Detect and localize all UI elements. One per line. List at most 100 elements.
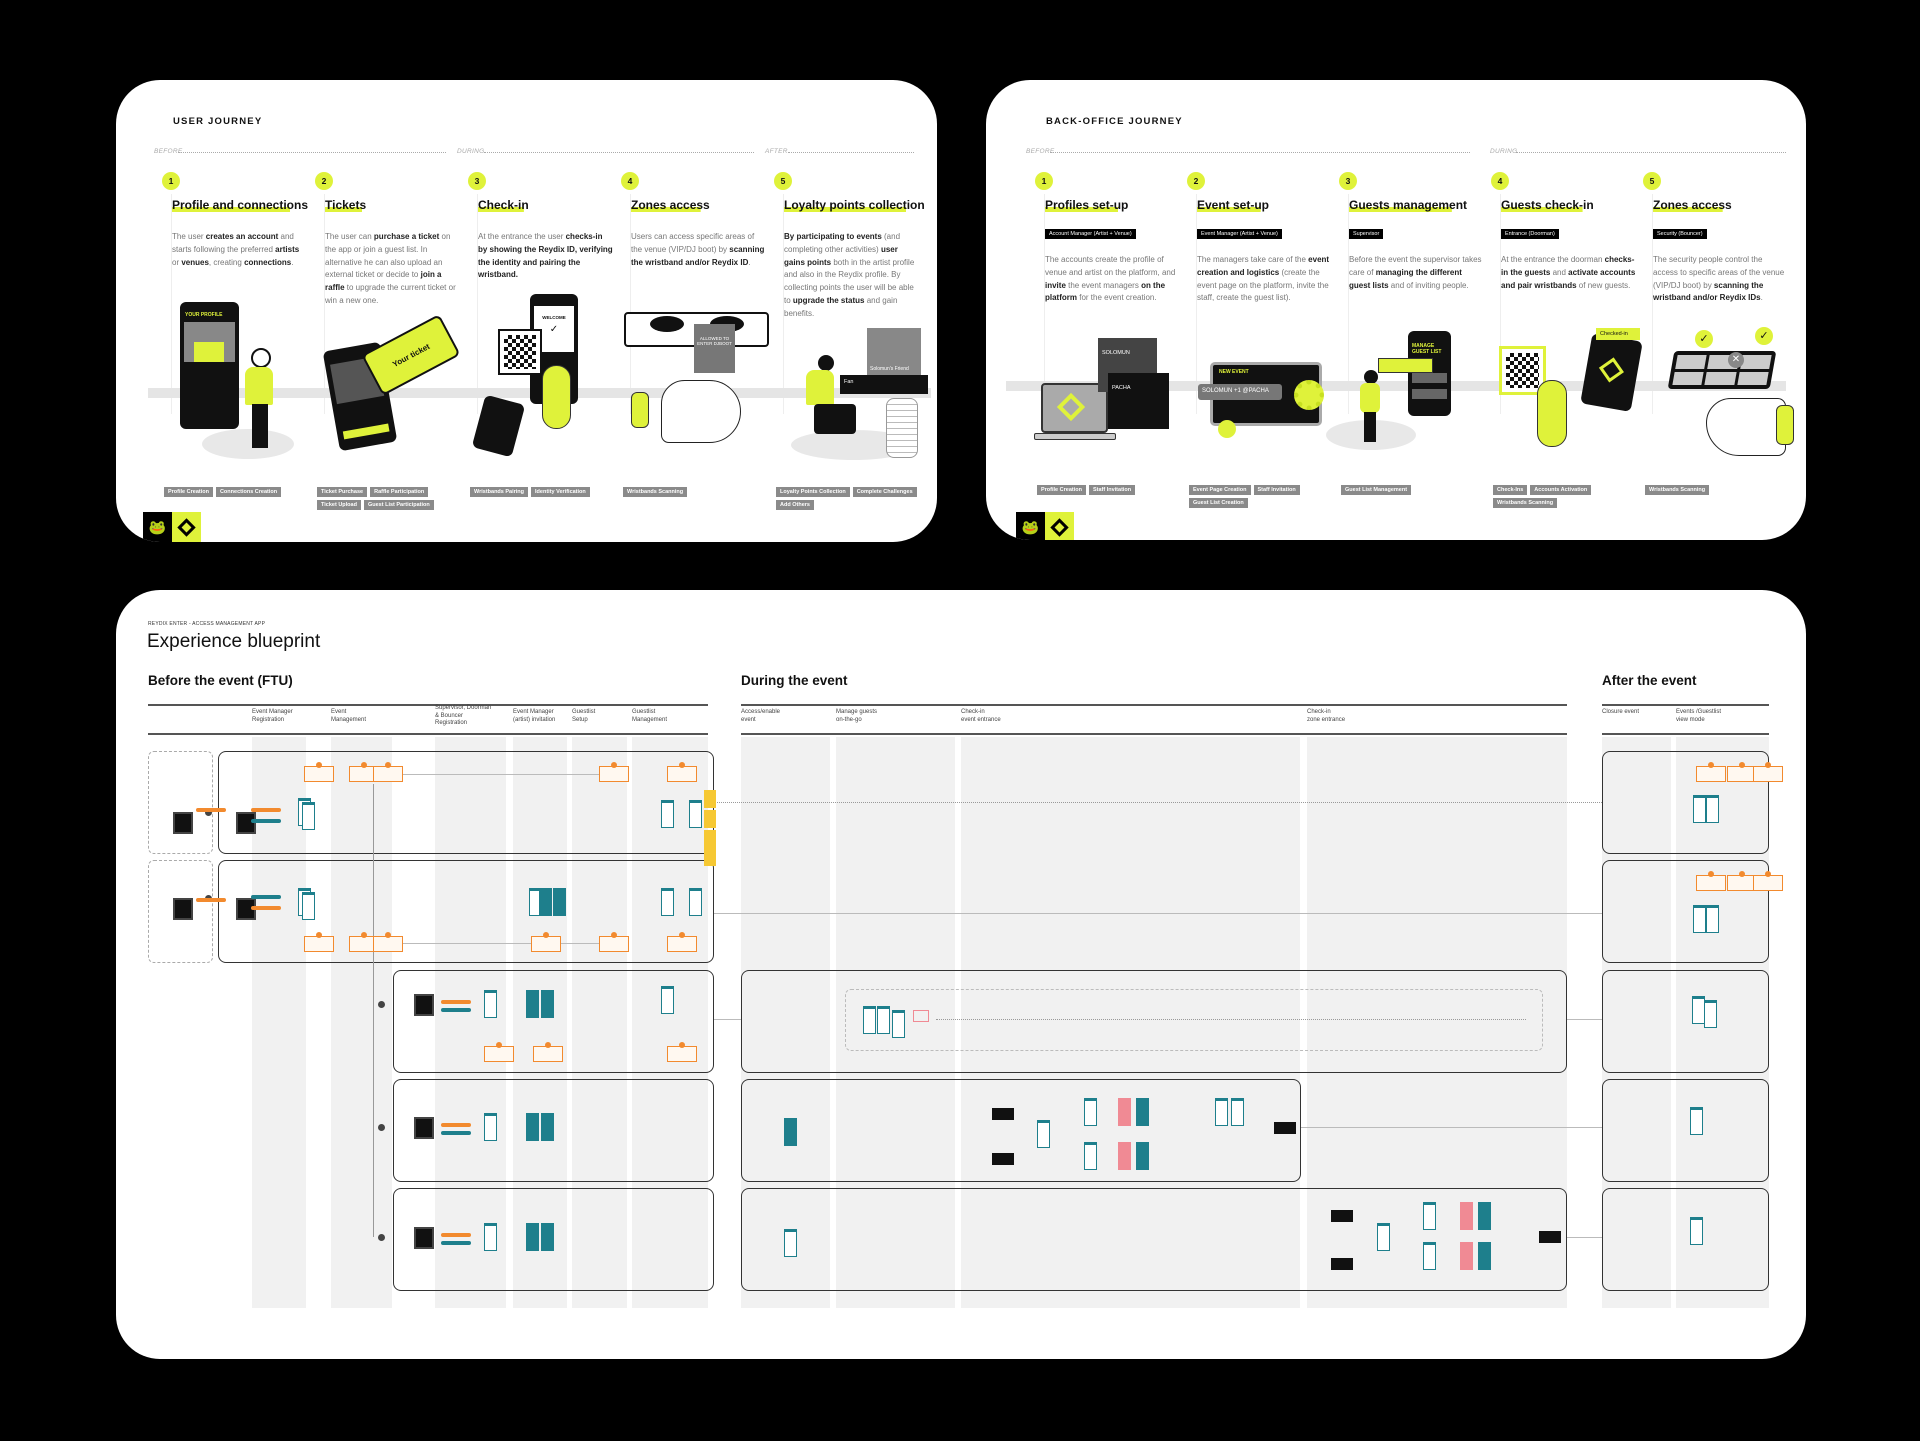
brand-logo: 🐸 <box>1016 512 1074 540</box>
screen-thumbnail <box>526 1113 539 1141</box>
persona-avatar <box>414 994 434 1016</box>
screen-thumbnail <box>302 802 315 830</box>
action-node <box>533 1046 563 1062</box>
description-text: At the entrance the user <box>478 232 566 241</box>
description-emphasis: activate accounts and pair wristbands <box>1501 267 1636 290</box>
feature-tag: Identity Verification <box>531 487 590 497</box>
description-text: Before the event the supervisor takes ca… <box>1349 255 1482 277</box>
action-node <box>667 766 697 782</box>
column-header: Supervisor, Doorman & Bouncer Registrati… <box>435 705 492 726</box>
screen-thumbnail <box>1706 905 1719 933</box>
description-text: The accounts create the profile of venue… <box>1045 255 1176 277</box>
action-dot <box>679 1042 685 1048</box>
step-description: The security people control the access t… <box>1653 254 1788 305</box>
hand-illustration <box>1706 398 1786 456</box>
step-title: Profiles set-up <box>1045 198 1132 212</box>
system-node <box>1331 1210 1353 1222</box>
person-illustration <box>1364 370 1378 384</box>
action-node <box>373 936 403 952</box>
action-dot <box>1739 762 1745 768</box>
swimlane-column <box>632 737 708 1308</box>
description-text: and <box>1550 267 1569 277</box>
wristband-icon <box>1537 380 1567 447</box>
step-number-badge: 5 <box>774 172 792 190</box>
screen-thumbnail <box>1084 1098 1097 1126</box>
phase-during: DURING <box>1490 148 1518 155</box>
column-header: Access/enable event <box>741 709 781 723</box>
feature-tags: Wristbands Scanning <box>623 487 773 497</box>
description-emphasis: venues <box>181 257 209 267</box>
person-illustration <box>818 355 834 371</box>
person-illustration <box>251 348 271 368</box>
role-tag: Supervisor <box>1349 229 1384 239</box>
flow-row <box>393 1188 714 1291</box>
section-rule <box>1602 704 1769 706</box>
description-text: or <box>172 257 182 267</box>
system-node <box>1274 1122 1296 1134</box>
step-divider <box>783 194 784 414</box>
guest-list-label: MANAGE GUEST LIST <box>1412 343 1442 355</box>
column-header: Guestlist Management <box>632 709 668 723</box>
feature-tag: Check-Ins <box>1493 485 1528 495</box>
section-rule <box>1602 733 1769 735</box>
description-emphasis: invite <box>1045 280 1066 290</box>
sticky-note <box>704 848 716 866</box>
description-text: The user can <box>325 232 374 241</box>
action-node <box>373 766 403 782</box>
role-tag: Entrance (Doorman) <box>1501 229 1559 239</box>
screen-thumbnail <box>1423 1202 1436 1230</box>
column-header: Check-in event entrance <box>961 709 1001 723</box>
persona-avatar <box>414 1117 434 1139</box>
screen-thumbnail <box>863 1006 876 1034</box>
action-node <box>531 936 561 952</box>
wristband-icon <box>1776 405 1794 445</box>
description-text: The user <box>172 232 206 241</box>
flow-connector <box>936 1019 1526 1020</box>
flow-pill <box>251 895 281 899</box>
screen-thumbnail <box>1460 1202 1473 1230</box>
panel-title: USER JOURNEY <box>173 116 263 127</box>
action-dot <box>1708 871 1714 877</box>
qr-code-icon <box>1499 346 1546 395</box>
sticky-note <box>704 830 716 848</box>
flow-pill <box>251 808 281 812</box>
laptop-illustration <box>1041 383 1108 433</box>
phase-before: BEFORE <box>154 148 183 155</box>
role-tag: Account Manager (Artist + Venue) <box>1045 229 1136 239</box>
feature-tag: Wristbands Scanning <box>623 487 688 497</box>
step-divider <box>1500 194 1501 414</box>
screen-thumbnail <box>484 1223 497 1251</box>
check-icon: ✓ <box>1695 330 1713 348</box>
timeline-band <box>1006 381 1786 391</box>
description-text: . <box>748 257 751 267</box>
friend-badge-card: Solomun's Friend <box>867 328 921 382</box>
flow-row <box>1602 970 1769 1073</box>
description-emphasis: connections <box>244 257 292 267</box>
step-description: Before the event the supervisor takes ca… <box>1349 254 1484 292</box>
step-divider <box>1044 194 1045 414</box>
flow-row <box>393 1079 714 1182</box>
description-emphasis: checks-in the guests <box>1501 255 1635 277</box>
flow-row <box>741 1188 1567 1291</box>
checked-in-chip: Checked-in <box>1596 328 1640 340</box>
feature-tag: Profile Creation <box>164 487 213 497</box>
action-dot <box>316 932 322 938</box>
step-title: Guests check-in <box>1501 198 1597 212</box>
screen-thumbnail <box>784 1229 797 1257</box>
persona-avatar <box>236 812 256 834</box>
persona-avatar <box>173 898 193 920</box>
screen-thumbnail <box>1136 1098 1149 1126</box>
venue-label: PACHA <box>1112 385 1131 391</box>
description-text: and starts following the preferred <box>172 232 294 254</box>
role-tag: Event Manager (Artist + Venue) <box>1197 229 1282 239</box>
action-node <box>599 936 629 952</box>
step-description: Users can access specific areas of the v… <box>631 231 766 269</box>
step-number-badge: 3 <box>1339 172 1357 190</box>
feature-tag: Profile Creation <box>1037 485 1086 495</box>
flow-pill <box>441 1241 471 1245</box>
action-dot <box>611 932 617 938</box>
step-divider <box>1652 194 1653 414</box>
